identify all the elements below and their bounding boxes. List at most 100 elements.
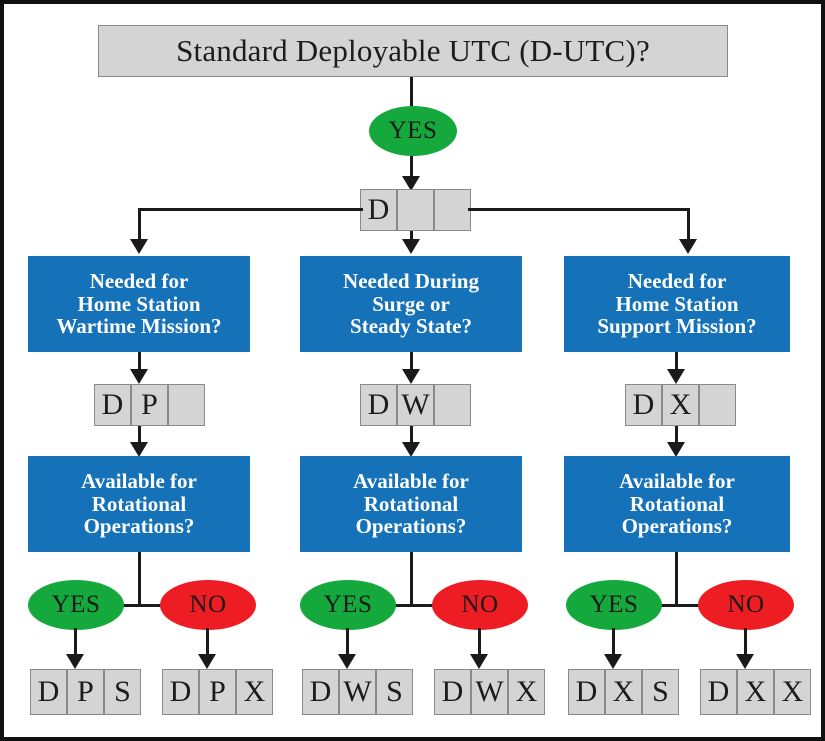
- connector-title-to-yes: [410, 77, 413, 106]
- question-line: Steady State?: [350, 314, 472, 339]
- code-cell: X: [737, 669, 774, 715]
- connector-no-to-result-surge: [478, 628, 481, 664]
- code-cell: P: [131, 384, 168, 426]
- connector-midcode-to-available-surge: [410, 426, 413, 454]
- available-line: Rotational: [363, 491, 459, 516]
- no-ellipse-surge[interactable]: NO: [432, 580, 528, 630]
- connector-available-drop-surge: [410, 552, 413, 606]
- code-cell: P: [199, 669, 236, 715]
- question-line: Needed During: [343, 268, 479, 293]
- code-cell: D: [434, 669, 471, 715]
- question-box-surge[interactable]: Needed During Surge or Steady State?: [300, 256, 522, 352]
- question-box-wartime[interactable]: Needed for Home Station Wartime Mission?: [28, 256, 250, 352]
- question-line: Surge or: [372, 291, 450, 316]
- arrow-down-icon: [402, 239, 420, 254]
- result-code-box-dxx[interactable]: D X X: [700, 669, 811, 715]
- code-cell: [168, 384, 205, 426]
- arrow-down-icon: [667, 369, 685, 384]
- arrow-down-icon: [667, 442, 685, 457]
- connector-available-drop-wartime: [138, 552, 141, 606]
- connector-yes-to-result-surge: [346, 628, 349, 664]
- result-code-box-dps[interactable]: D P S: [30, 669, 141, 715]
- code-cell: X: [774, 669, 811, 715]
- connector-yesno-bus-surge: [348, 604, 476, 607]
- connector-no-to-result-wartime: [206, 628, 209, 664]
- code-cell: D: [94, 384, 131, 426]
- available-line: Available for: [81, 468, 197, 493]
- code-cell: W: [339, 669, 376, 715]
- connector-yes-to-result-support: [612, 628, 615, 664]
- code-cell: S: [376, 669, 413, 715]
- code-cell: D: [162, 669, 199, 715]
- connector-available-drop-support: [675, 552, 678, 606]
- arrow-down-icon: [736, 654, 754, 669]
- code-cell: W: [397, 384, 434, 426]
- connector-yes-to-result-wartime: [74, 628, 77, 664]
- available-box-support[interactable]: Available for Rotational Operations?: [564, 456, 790, 552]
- available-line: Rotational: [91, 491, 187, 516]
- code-cell: D: [302, 669, 339, 715]
- code-cell: D: [360, 189, 397, 231]
- code-cell: D: [700, 669, 737, 715]
- mid-code-box-support[interactable]: D X: [625, 384, 736, 426]
- connector-branch-drop-left: [138, 208, 141, 244]
- available-line: Available for: [619, 468, 735, 493]
- mid-code-box-surge[interactable]: D W: [360, 384, 471, 426]
- code-cell: D: [30, 669, 67, 715]
- available-line: Rotational: [629, 491, 725, 516]
- code-cell: P: [67, 669, 104, 715]
- available-box-surge[interactable]: Available for Rotational Operations?: [300, 456, 522, 552]
- connector-branch-drop-center: [410, 231, 413, 245]
- title-node[interactable]: Standard Deployable UTC (D-UTC)?: [98, 25, 728, 77]
- arrow-down-icon: [470, 654, 488, 669]
- result-code-box-dpx[interactable]: D P X: [162, 669, 273, 715]
- arrow-down-icon: [66, 654, 84, 669]
- available-line: Available for: [353, 468, 469, 493]
- available-box-wartime[interactable]: Available for Rotational Operations?: [28, 456, 250, 552]
- connector-branch-drop-right: [687, 208, 690, 244]
- connector-midcode-to-available-wartime: [138, 426, 141, 454]
- question-box-support[interactable]: Needed for Home Station Support Mission?: [564, 256, 790, 352]
- arrow-down-icon: [402, 176, 420, 191]
- arrow-down-icon: [130, 442, 148, 457]
- no-ellipse-support[interactable]: NO: [698, 580, 794, 630]
- result-code-box-dwx[interactable]: D W X: [434, 669, 545, 715]
- arrow-down-icon: [338, 654, 356, 669]
- question-line: Needed for: [627, 268, 727, 293]
- code-cell: [434, 189, 471, 231]
- connector-yes-to-root-code: [410, 156, 413, 179]
- question-line: Support Mission?: [597, 314, 757, 339]
- yes-ellipse-wartime[interactable]: YES: [28, 580, 124, 630]
- code-cell: X: [662, 384, 699, 426]
- code-cell: D: [568, 669, 605, 715]
- code-cell: W: [471, 669, 508, 715]
- connector-midcode-to-available-support: [675, 426, 678, 454]
- arrow-down-icon: [130, 239, 148, 254]
- mid-code-box-wartime[interactable]: D P: [94, 384, 205, 426]
- arrow-down-icon: [402, 369, 420, 384]
- yes-ellipse-surge[interactable]: YES: [300, 580, 396, 630]
- code-cell: S: [104, 669, 141, 715]
- no-ellipse-wartime[interactable]: NO: [160, 580, 256, 630]
- root-yes-ellipse[interactable]: YES: [369, 106, 457, 156]
- connector-branch-bus-right: [468, 208, 690, 211]
- connector-branch-bus-left: [138, 208, 363, 211]
- available-line: Operations?: [355, 514, 467, 539]
- question-line: Wartime Mission?: [56, 314, 222, 339]
- code-cell: D: [625, 384, 662, 426]
- result-code-box-dws[interactable]: D W S: [302, 669, 413, 715]
- connector-yesno-bus-wartime: [82, 604, 202, 607]
- code-cell: [434, 384, 471, 426]
- arrow-down-icon: [198, 654, 216, 669]
- code-cell: X: [236, 669, 273, 715]
- connector-support-to-midcode: [675, 352, 678, 380]
- root-code-box[interactable]: D: [360, 189, 471, 231]
- yes-ellipse-support[interactable]: YES: [566, 580, 662, 630]
- available-line: Operations?: [83, 514, 195, 539]
- arrow-down-icon: [679, 239, 697, 254]
- connector-yesno-bus-support: [614, 604, 742, 607]
- question-line: Home Station: [615, 291, 739, 316]
- code-cell: X: [508, 669, 545, 715]
- result-code-box-dxs[interactable]: D X S: [568, 669, 679, 715]
